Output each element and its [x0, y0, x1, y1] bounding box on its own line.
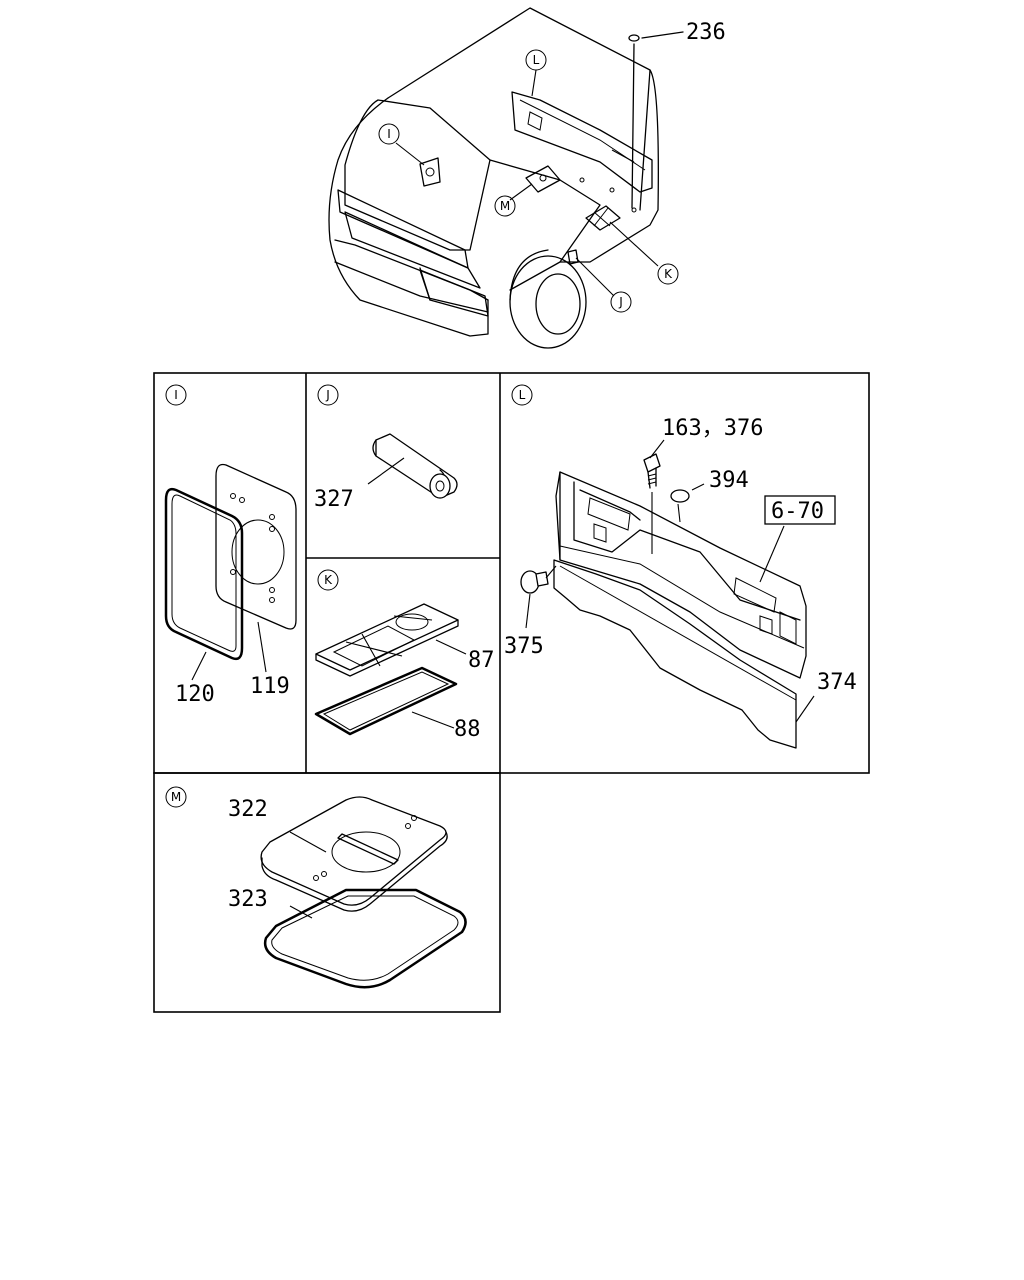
ref-6-70-label: 6-70 — [771, 499, 824, 524]
part-327-label: 327 — [314, 487, 354, 512]
part-323-label: 323 — [228, 887, 268, 912]
panel-j-callout: J — [325, 388, 330, 402]
part-374-label: 374 — [817, 670, 857, 695]
part-322-label: 322 — [228, 797, 268, 822]
part-394-label: 394 — [709, 468, 749, 493]
panel-l: L 6-70 163，376 394 — [504, 384, 857, 749]
panel-k-callout: K — [324, 573, 333, 587]
part-163-376-label: 163，376 — [662, 416, 763, 441]
panel-l-callout: L — [519, 388, 526, 402]
part-120-label: 120 — [175, 682, 215, 707]
callout-j: J — [618, 295, 623, 309]
callout-circle — [378, 123, 400, 145]
callout-k: K — [664, 267, 673, 281]
panel-m-callout: M — [171, 790, 181, 804]
part-375-label: 375 — [504, 634, 544, 659]
part-236-label: 236 — [686, 20, 726, 45]
callout-circle — [610, 291, 632, 313]
panel-i: I 120 119 — [164, 384, 297, 707]
part-119-label: 119 — [250, 674, 290, 699]
callout-circle — [525, 49, 547, 71]
callout-i: I — [387, 127, 391, 141]
detail-panels-frame — [153, 372, 870, 1013]
callout-l: L — [533, 53, 540, 67]
panel-j: J 327 — [314, 384, 458, 512]
panel-k: K 87 88 — [314, 569, 495, 742]
vehicle-overview: L I M K J 236 — [328, 7, 726, 349]
panel-i-callout: I — [174, 388, 178, 402]
callout-m: M — [500, 199, 510, 213]
part-88-label: 88 — [454, 717, 481, 742]
callout-circle — [657, 263, 679, 285]
callout-circle — [494, 195, 516, 217]
panel-m: M 322 323 — [165, 786, 467, 989]
part-87-label: 87 — [468, 648, 495, 673]
